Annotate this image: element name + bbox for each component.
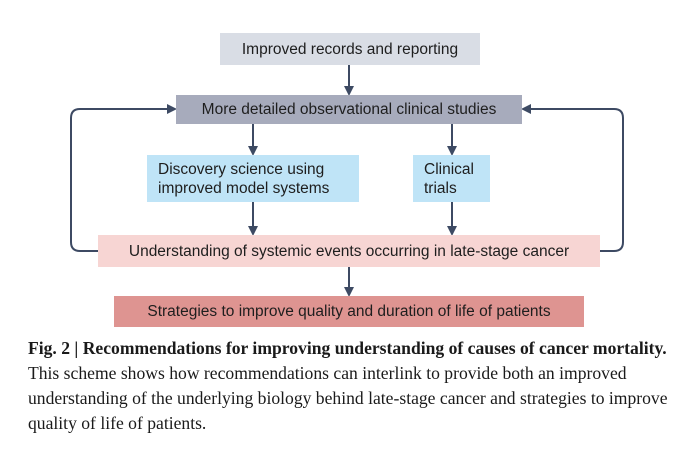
- node-clinical-trials-line-2: trials: [424, 179, 457, 197]
- feedback-loop-right: [521, 104, 624, 252]
- node-clinical-trials: Clinical trials: [413, 155, 490, 202]
- node-observational-studies: More detailed observational clinical stu…: [176, 95, 522, 124]
- node-understanding-systemic-events: Understanding of systemic events occurri…: [98, 235, 600, 267]
- node-observational-studies-label: More detailed observational clinical stu…: [201, 101, 497, 118]
- arrow-layer: [70, 65, 624, 297]
- node-discovery-science-line-2: improved model systems: [158, 179, 330, 197]
- node-discovery-science: Discovery science using improved model s…: [147, 155, 359, 202]
- node-strategies: Strategies to improve quality and durati…: [114, 296, 584, 327]
- feedback-loop-left: [70, 104, 177, 252]
- figure-caption-title: Recommendations for improving understand…: [82, 338, 667, 358]
- figure-caption-text: This scheme shows how recommendations ca…: [28, 363, 668, 433]
- flow-diagram: Improved records and reporting More deta…: [70, 33, 624, 327]
- node-discovery-science-line-1: Discovery science using: [158, 160, 325, 178]
- node-improved-records-label: Improved records and reporting: [241, 40, 459, 58]
- figure-caption-label: Fig. 2 |: [28, 338, 83, 358]
- figure-caption: Fig. 2 | Recommendations for improving u…: [28, 336, 668, 436]
- node-improved-records: Improved records and reporting: [220, 33, 480, 65]
- node-understanding-systemic-events-label: Understanding of systemic events occurri…: [128, 242, 570, 260]
- node-clinical-trials-line-1: Clinical: [424, 160, 474, 178]
- node-strategies-label: Strategies to improve quality and durati…: [147, 303, 551, 320]
